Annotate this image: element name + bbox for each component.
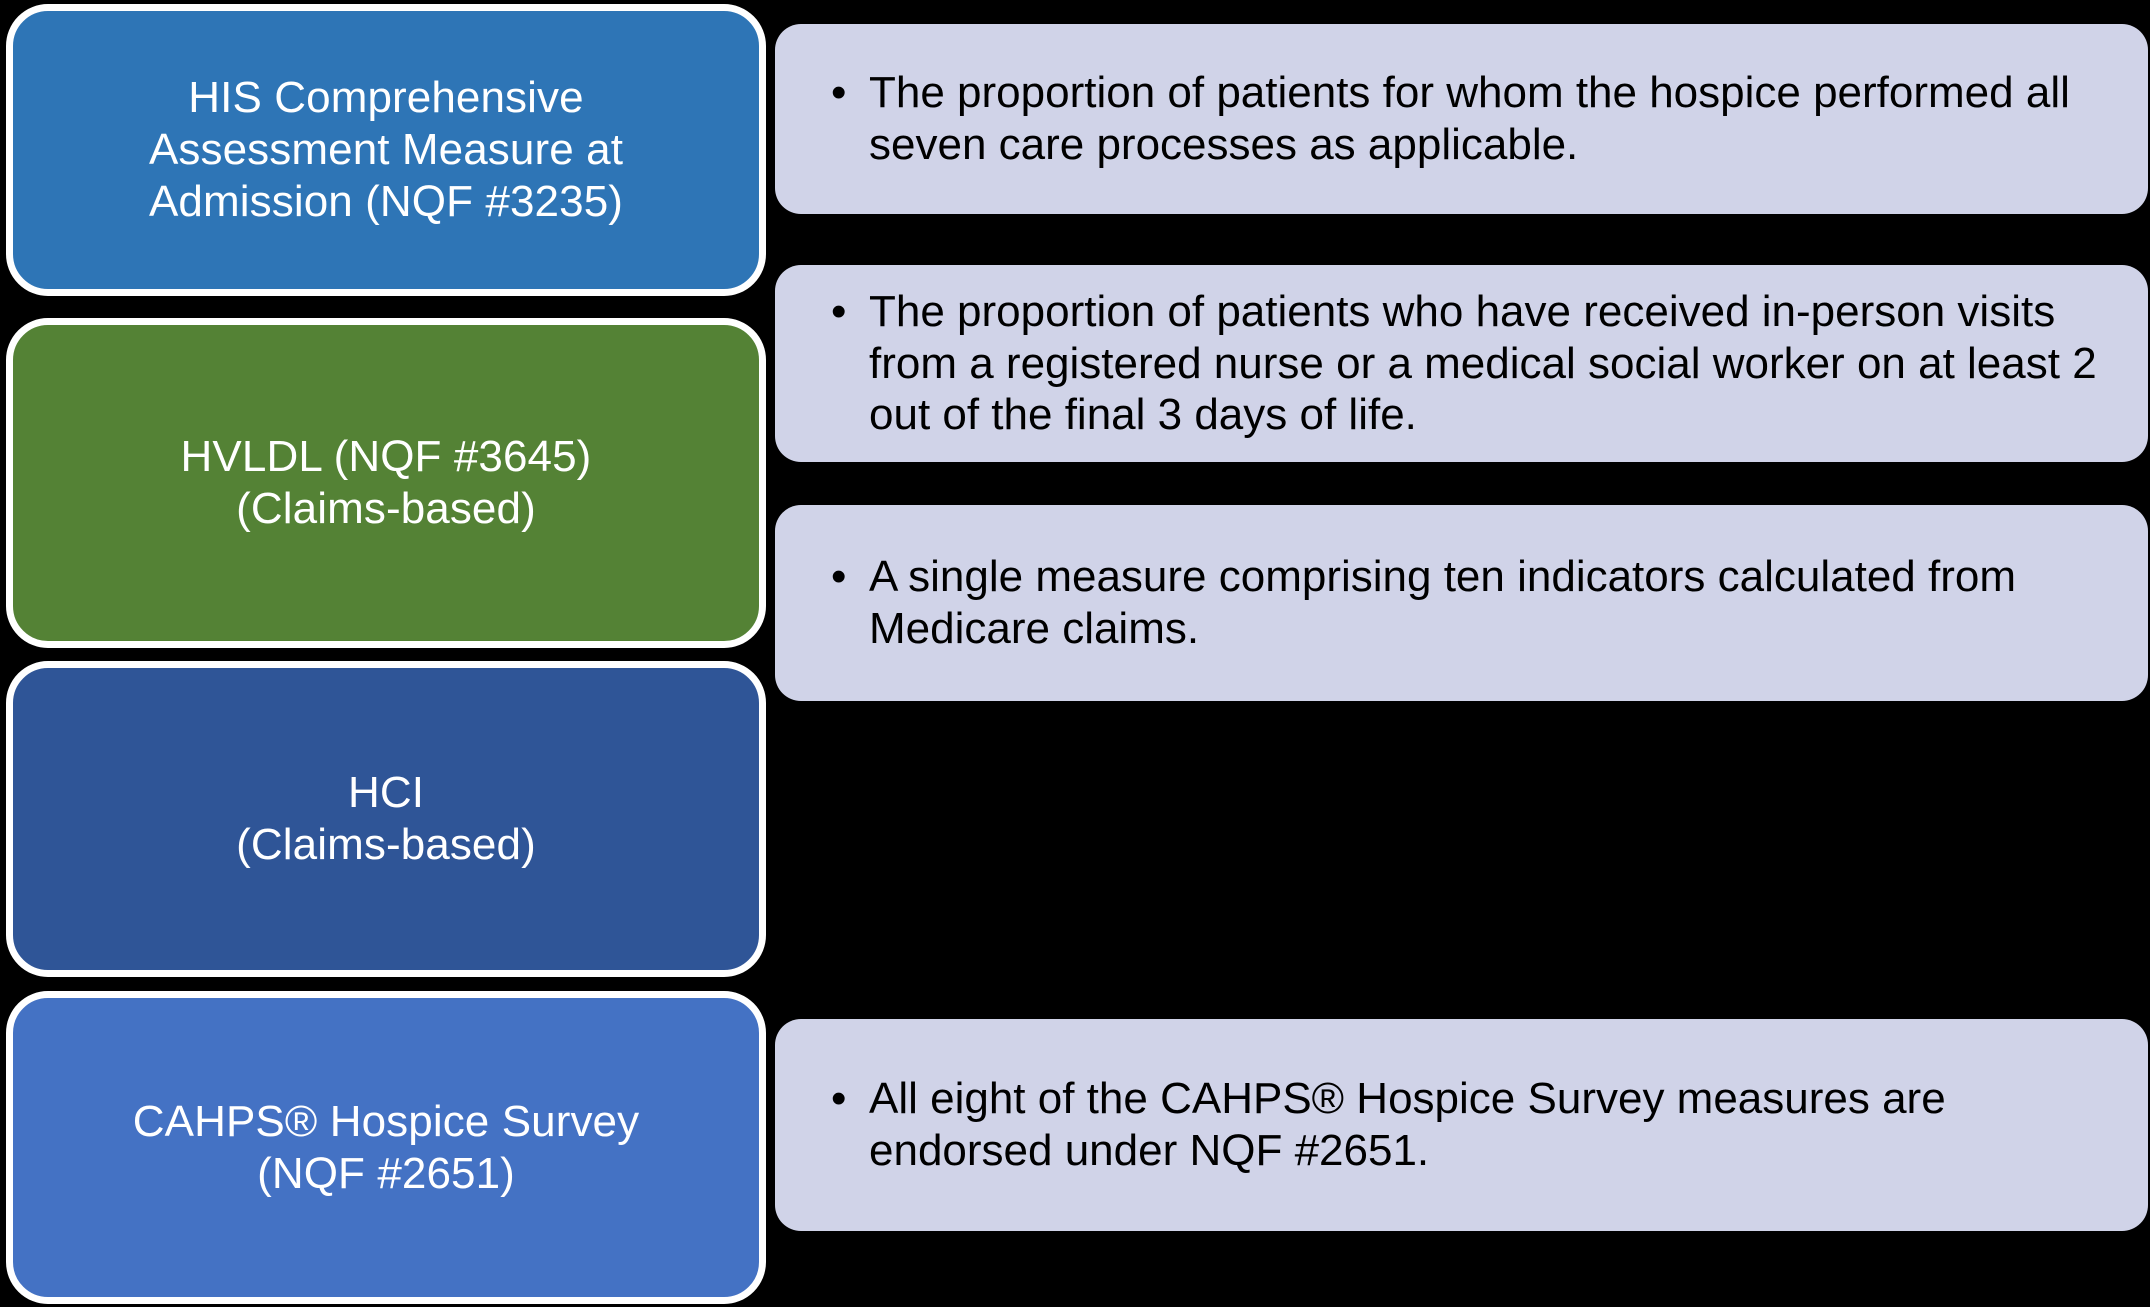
measure-card-his-comprehensive-assessment[interactable]: HIS Comprehensive Assessment Measure at …	[6, 4, 766, 296]
measure-card-hci[interactable]: HCI (Claims-based)	[6, 661, 766, 977]
measure-row: CAHPS® Hospice Survey (NQF #2651) • All …	[0, 982, 2150, 1307]
description-list: • The proportion of patients who have re…	[775, 286, 2148, 442]
description-text: The proportion of patients for whom the …	[869, 68, 2070, 169]
bullet-icon: •	[831, 552, 847, 602]
measure-card-label: HCI (Claims-based)	[236, 768, 536, 869]
description-panel-hci: • A single measure comprising ten indica…	[775, 505, 2148, 701]
bullet-icon: •	[831, 1074, 847, 1124]
measure-card-hvldl[interactable]: HVLDL (NQF #3645) (Claims-based)	[6, 318, 766, 648]
measure-row: HIS Comprehensive Assessment Measure at …	[0, 0, 2150, 310]
description-panel-hvldl: • The proportion of patients who have re…	[775, 265, 2148, 462]
measure-card-label: HIS Comprehensive Assessment Measure at …	[148, 73, 624, 226]
list-item: • The proportion of patients for whom th…	[827, 67, 2114, 171]
list-item: • A single measure comprising ten indica…	[827, 551, 2114, 655]
description-list: • A single measure comprising ten indica…	[775, 551, 2148, 655]
description-text: A single measure comprising ten indicato…	[869, 552, 2016, 653]
description-list: • The proportion of patients for whom th…	[775, 67, 2148, 171]
list-item: • All eight of the CAHPS® Hospice Survey…	[827, 1073, 2114, 1177]
measure-card-label: HVLDL (NQF #3645) (Claims-based)	[180, 432, 592, 533]
description-text: All eight of the CAHPS® Hospice Survey m…	[869, 1074, 1946, 1175]
description-panel-his-comprehensive-assessment: • The proportion of patients for whom th…	[775, 24, 2148, 214]
bullet-icon: •	[831, 286, 847, 336]
measure-row: HCI (Claims-based) • A single measure co…	[0, 505, 2150, 982]
measure-card-label: CAHPS® Hospice Survey (NQF #2651)	[132, 1096, 640, 1198]
measure-row: HVLDL (NQF #3645) (Claims-based) • The p…	[0, 265, 2150, 652]
bullet-icon: •	[831, 68, 847, 118]
list-item: • The proportion of patients who have re…	[827, 286, 2114, 442]
description-panel-cahps-hospice-survey: • All eight of the CAHPS® Hospice Survey…	[775, 1019, 2148, 1231]
description-list: • All eight of the CAHPS® Hospice Survey…	[775, 1073, 2148, 1177]
description-text: The proportion of patients who have rece…	[869, 286, 2097, 440]
measure-card-cahps-hospice-survey[interactable]: CAHPS® Hospice Survey (NQF #2651)	[6, 991, 766, 1304]
